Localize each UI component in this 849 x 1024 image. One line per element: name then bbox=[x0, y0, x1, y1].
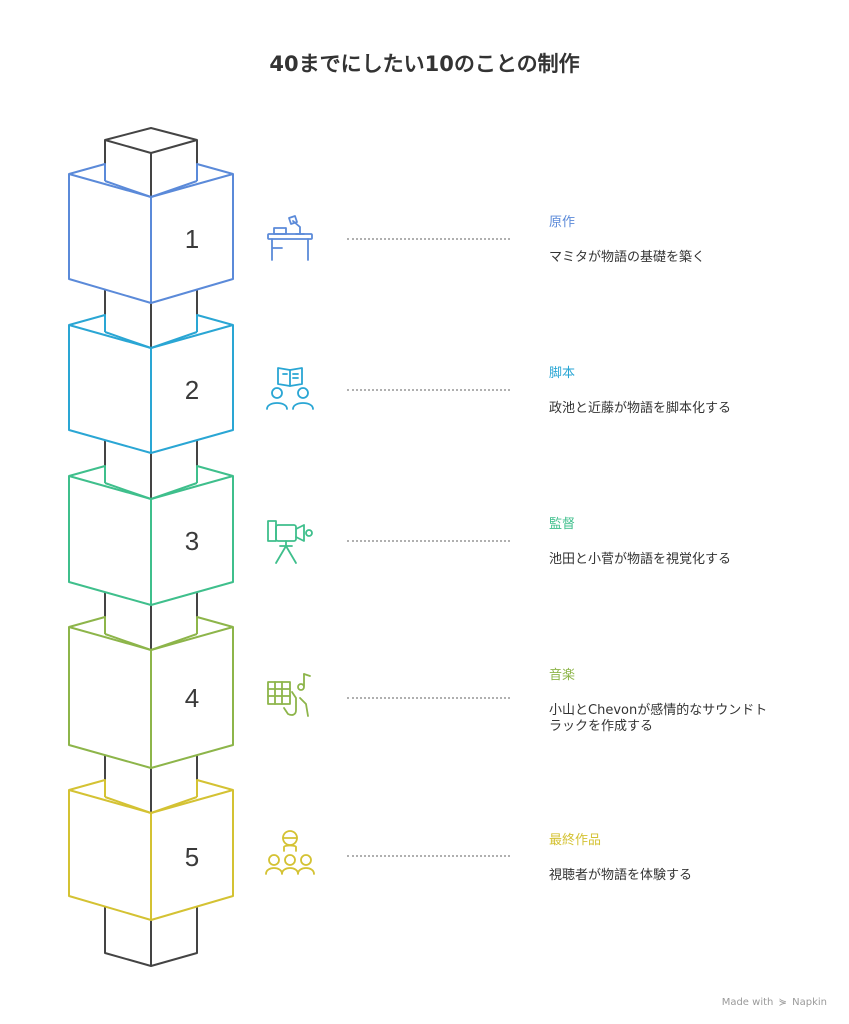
step-4: 音楽 小山とChevonが感情的なサウンドトラックを作成する bbox=[549, 664, 779, 735]
footer-brand: Napkin bbox=[792, 997, 827, 1008]
step-description: 小山とChevonが感情的なサウンドトラックを作成する bbox=[549, 703, 768, 734]
step-title: 原作 bbox=[549, 215, 576, 230]
step-3: 監督 池田と小菅が物語を視覚化する bbox=[549, 513, 799, 568]
box-number-1: 1 bbox=[185, 224, 199, 254]
box-number-2: 2 bbox=[185, 375, 199, 405]
box-number-5: 5 bbox=[185, 842, 199, 872]
box-number-4: 4 bbox=[185, 683, 199, 713]
tower-box-5 bbox=[68, 779, 234, 921]
connector-5 bbox=[347, 855, 510, 857]
step-description: 視聴者が物語を体験する bbox=[549, 868, 693, 883]
napkin-logo-icon: ⋟ bbox=[778, 997, 787, 1008]
page-title: 40までにしたい10のことの制作 bbox=[269, 52, 580, 76]
audience-icon bbox=[265, 830, 315, 875]
core-top-cap bbox=[104, 127, 198, 181]
step-5: 最終作品 視聴者が物語を体験する bbox=[549, 829, 799, 884]
tower-box-3 bbox=[68, 465, 234, 606]
step-1: 原作 マミタが物語の基礎を築く bbox=[549, 211, 799, 266]
footer-credit: Made with ⋟ Napkin bbox=[722, 997, 827, 1008]
connector-1 bbox=[347, 238, 510, 240]
desk-lamp-icon bbox=[267, 215, 313, 261]
box-number-3: 3 bbox=[185, 526, 199, 556]
step-2: 脚本 政池と近藤が物語を脚本化する bbox=[549, 362, 799, 417]
connector-4 bbox=[347, 697, 510, 699]
footer-made-with: Made with bbox=[721, 997, 774, 1008]
step-description: 池田と小菅が物語を視覚化する bbox=[549, 552, 732, 567]
step-description: マミタが物語の基礎を築く bbox=[549, 250, 706, 265]
step-description: 政池と近藤が物語を脚本化する bbox=[549, 401, 732, 416]
core-top-cap-edge bbox=[104, 139, 198, 197]
step-title: 脚本 bbox=[549, 366, 576, 381]
step-title: 監督 bbox=[549, 517, 576, 532]
connector-3 bbox=[347, 540, 510, 542]
music-composition-icon bbox=[267, 673, 311, 717]
tower-box-4 bbox=[68, 616, 234, 769]
tower-box-2 bbox=[68, 314, 234, 454]
step-title: 音楽 bbox=[549, 668, 576, 683]
step-title: 最終作品 bbox=[549, 833, 602, 848]
script-writers-icon bbox=[266, 367, 314, 410]
core-bottom-cap bbox=[104, 906, 198, 967]
tower-box-1 bbox=[68, 163, 234, 304]
connector-2 bbox=[347, 389, 510, 391]
film-camera-icon bbox=[267, 520, 313, 564]
